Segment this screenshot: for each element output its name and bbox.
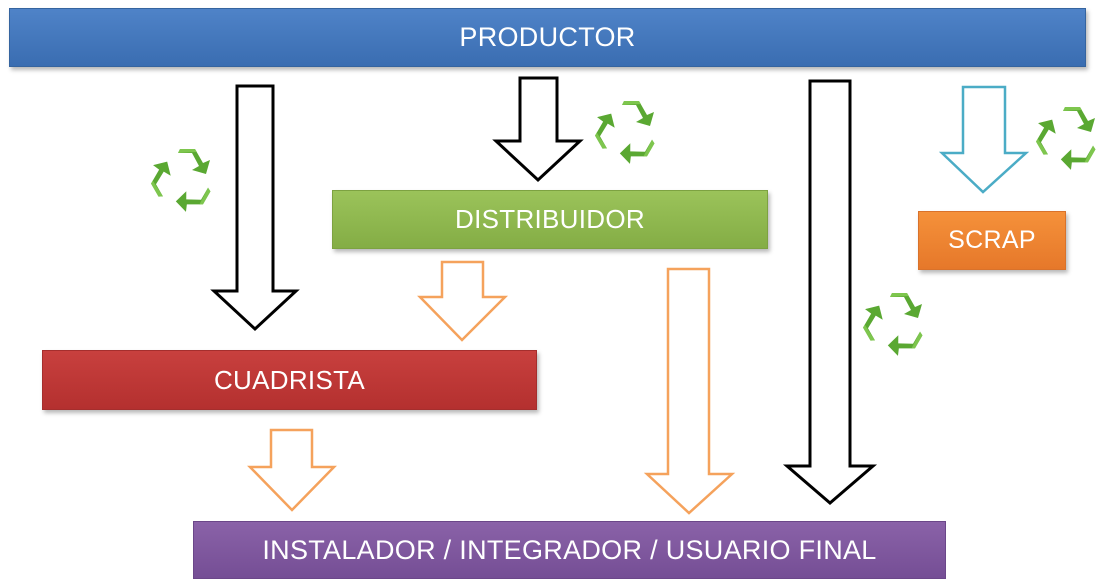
node-scrap: SCRAP [918,211,1066,270]
node-final: INSTALADOR / INTEGRADOR / USUARIO FINAL [193,521,946,579]
recycle-icon [588,101,656,169]
node-scrap-label: SCRAP [948,226,1036,254]
node-productor-label: PRODUCTOR [459,22,636,52]
recycle-icon [1029,107,1097,175]
node-cuadrista-label: CUADRISTA [213,364,365,395]
node-final-label: INSTALADOR / INTEGRADOR / USUARIO FINAL [262,534,877,565]
arrow-productor-to-scrap [938,85,1030,194]
recycle-icon [856,293,924,361]
node-distribuidor: DISTRIBUIDOR [332,190,768,249]
node-productor: PRODUCTOR [9,8,1086,67]
arrow-productor-to-final [782,79,878,505]
recycle-icon [144,149,212,217]
arrow-productor-to-cuadrista [210,84,300,332]
node-cuadrista: CUADRISTA [42,350,537,410]
arrow-cuadrista-to-final [247,428,337,512]
arrow-distribuidor-to-final [643,267,736,515]
arrow-distribuidor-to-cuadrista [417,260,509,342]
arrow-productor-to-distribuidor [492,76,584,183]
node-distribuidor-label: DISTRIBUIDOR [455,204,645,234]
